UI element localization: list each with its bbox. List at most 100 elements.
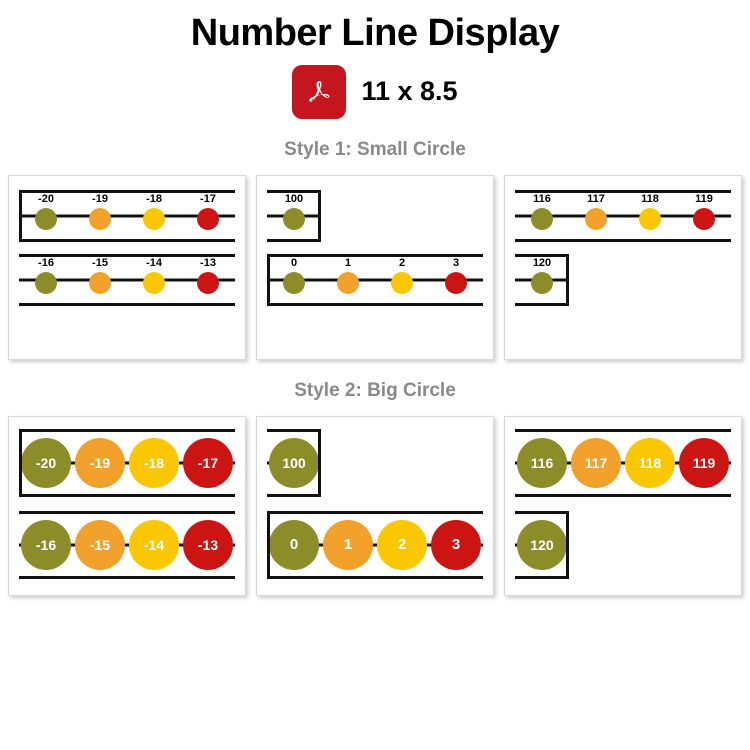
tick-dot[interactable] (197, 207, 219, 230)
number-line-tick[interactable]: 116 (515, 193, 569, 238)
band-top-rule (267, 189, 321, 193)
band-spacer (257, 497, 493, 511)
tick-dot[interactable] (143, 207, 165, 230)
tick-dot[interactable]: -14 (129, 519, 179, 570)
number-line-tick[interactable]: 3 (429, 519, 483, 570)
tick-dot[interactable]: -17 (183, 437, 233, 488)
number-line-tick[interactable]: 0 (267, 257, 321, 302)
tick-dot[interactable]: 119 (679, 437, 729, 488)
tick-label: 2 (398, 256, 406, 269)
number-line-tick[interactable]: 100 (267, 193, 321, 238)
number-line-tick[interactable]: 2 (375, 519, 429, 570)
tick-dot[interactable] (35, 271, 57, 294)
number-line-tick[interactable]: -16 (19, 257, 73, 302)
number-line-tick[interactable]: 118 (623, 192, 677, 238)
tick-dot[interactable] (639, 207, 661, 230)
tick-group: -16-15-14-13 (19, 257, 235, 302)
tick-dot[interactable] (197, 271, 219, 294)
number-line-tick[interactable]: 3 (429, 257, 483, 302)
tick-dot[interactable]: 118 (625, 437, 675, 488)
tick-dot[interactable]: 3 (431, 519, 481, 570)
tick-dot[interactable] (89, 271, 111, 294)
band-bottom-rule (515, 302, 569, 306)
number-line-card[interactable]: -20-19-18-17 -16-15-14-13 (8, 415, 246, 596)
tick-dot[interactable]: 116 (517, 437, 567, 488)
band-spacer (505, 497, 741, 511)
tick-dot[interactable] (585, 207, 607, 230)
axis-line (19, 214, 235, 218)
tick-dot[interactable]: 120 (517, 519, 567, 570)
tick-dot[interactable] (445, 271, 467, 294)
number-line-band: -16-15-14-13 (9, 253, 245, 306)
tick-dot[interactable]: 1 (323, 519, 373, 570)
number-line-card[interactable]: -20 -19-18-17 -16-15-14-13 (8, 174, 246, 360)
tick-label: 118 (641, 192, 659, 205)
tick-dot[interactable] (693, 207, 715, 230)
number-line-tick[interactable]: 117 (569, 193, 623, 238)
number-line-tick[interactable]: -15 (73, 257, 127, 302)
number-line-tick[interactable]: 1 (321, 519, 375, 570)
tick-dot[interactable]: 100 (269, 437, 319, 488)
tick-dot[interactable] (283, 207, 305, 230)
tick-dot[interactable] (531, 271, 553, 294)
tick-dot[interactable]: -18 (129, 437, 179, 488)
number-line-tick[interactable]: 120 (515, 519, 569, 570)
number-line-tick[interactable]: 116 (515, 437, 569, 488)
number-line-tick[interactable]: -20 (19, 437, 73, 488)
number-line-tick[interactable]: -14 (127, 257, 181, 302)
band-spacer (9, 497, 245, 511)
tick-dot[interactable]: -19 (75, 437, 125, 488)
number-line-tick[interactable]: 117 (569, 437, 623, 488)
tick-dot[interactable] (391, 271, 413, 294)
number-line-tick[interactable]: 0 (267, 519, 321, 570)
number-line-tick[interactable]: -14 (127, 519, 181, 570)
number-line-tick[interactable]: -13 (181, 257, 235, 302)
axis-line (515, 461, 731, 465)
tick-dot[interactable]: 0 (269, 519, 319, 570)
tick-dot[interactable] (283, 271, 305, 294)
number-line-tick[interactable]: -16 (19, 519, 73, 570)
page-header: Number Line Display 11 x 8.5 (0, 0, 750, 119)
axis-line (19, 461, 235, 465)
band-top-rule (19, 253, 235, 257)
number-line-tick[interactable]: 120 (515, 257, 569, 302)
tick-label: -20 (38, 192, 54, 205)
number-line-tick[interactable]: -20 (19, 192, 73, 238)
number-line-tick[interactable]: -17 (181, 193, 235, 238)
band-top-rule (267, 428, 321, 432)
number-line-tick[interactable]: -19 (73, 193, 127, 238)
number-line-tick[interactable]: -19 (73, 437, 127, 488)
tick-dot[interactable]: 117 (571, 437, 621, 488)
number-line-tick[interactable]: 1 (321, 257, 375, 302)
tick-dot[interactable] (531, 207, 553, 230)
number-line-tick[interactable]: -18 (127, 437, 181, 488)
tick-dot[interactable]: -15 (75, 519, 125, 570)
number-line-tick[interactable]: 2 (375, 256, 429, 302)
tick-dot[interactable] (143, 271, 165, 294)
number-line-tick[interactable]: -15 (73, 519, 127, 570)
number-line-tick[interactable]: 118 (623, 437, 677, 488)
tick-dot[interactable]: -20 (21, 437, 71, 488)
tick-dot[interactable]: -13 (183, 519, 233, 570)
tick-dot[interactable] (337, 271, 359, 294)
tick-dot[interactable] (89, 207, 111, 230)
number-line-tick[interactable]: -17 (181, 437, 235, 488)
tick-dot[interactable] (35, 207, 57, 230)
tick-group: -16-15-14-13 (19, 519, 235, 570)
number-line-tick[interactable]: 119 (677, 437, 731, 488)
number-line-tick[interactable]: 119 (677, 193, 731, 238)
number-line-tick[interactable]: -18 (127, 193, 181, 238)
number-line-band: -20 -19-18-17 (9, 189, 245, 242)
tick-dot[interactable]: -16 (21, 519, 71, 570)
number-line-tick[interactable]: -13 (181, 519, 235, 570)
number-line-tick[interactable]: 100 (267, 437, 321, 488)
tick-dot[interactable]: 2 (377, 519, 427, 570)
